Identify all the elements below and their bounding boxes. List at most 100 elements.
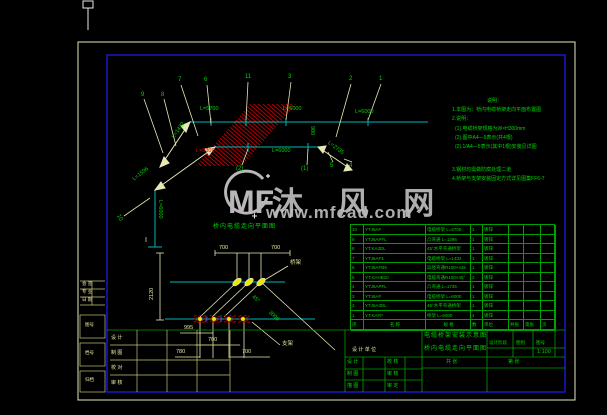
- callout-11: 11: [245, 74, 252, 80]
- bom-footer-cell: 第张: [524, 320, 541, 331]
- tb-title-line1: 电缆桥架安装示意图: [424, 333, 488, 339]
- ref-bubble-1: (1): [301, 166, 309, 172]
- tb-right-number: 图号: [536, 340, 545, 345]
- tb-left-review: 审 核: [111, 380, 123, 386]
- bom-cell-qty: 1: [471, 263, 483, 273]
- margin-signoff-grid: [79, 280, 106, 393]
- tb-right-stage: 设计阶段: [489, 340, 507, 345]
- tb-sheet-total: 共 张: [446, 359, 458, 365]
- bom-cell-model: YTJ6APFL: [364, 282, 426, 292]
- callout-6: 6: [204, 77, 208, 83]
- note-line: 4.桥架与支架安装固定方式详见图集FF6-7: [452, 176, 545, 182]
- bom-footer-cell: 共张: [509, 320, 524, 331]
- bom-cell-model: YTJ6AF: [364, 225, 426, 235]
- bom-cell-no: 10: [351, 225, 364, 235]
- note-line: 3.钢材均需做防腐处理二道: [452, 167, 512, 173]
- bom-footer-cell: 数: [471, 320, 483, 331]
- bom-cell-qty: 1: [471, 291, 483, 301]
- tb-left-draw: 制 图: [111, 350, 123, 356]
- tb-mid-check: 校 核: [387, 359, 399, 365]
- bom-footer-cell: 单位: [483, 320, 509, 331]
- bom-cell-model: YT.KAFF: [364, 310, 426, 320]
- tb-org: 设 计 单 位: [352, 347, 377, 353]
- dim-top-3: L=6000: [355, 109, 374, 115]
- detail-dim-2120: 2120: [149, 287, 155, 300]
- red-cable-hatch: [196, 104, 296, 166]
- detail-dim-700a: 700: [219, 245, 229, 251]
- bom-cell-no: 2: [351, 301, 364, 311]
- section-mark: I: [145, 237, 147, 244]
- bom-cell-remark: 镀锌: [483, 301, 509, 311]
- bom-cell-spec: 电缆桥架 L=6000: [426, 291, 471, 301]
- bom-cell-spec: 45°水平弯通桥架: [426, 244, 471, 254]
- bom-cell-qty: 1: [471, 282, 483, 292]
- tb-left-check: 校 对: [111, 365, 123, 371]
- detail-label-support: 支架: [282, 341, 294, 347]
- bom-cell-qty: 2: [471, 272, 483, 282]
- bom-cell-no: 8: [351, 244, 364, 254]
- margin-row-date: 日 期: [82, 297, 93, 302]
- bom-cell-no: 9: [351, 234, 364, 244]
- mfcad-logo: MF: [224, 169, 274, 220]
- bom-cell-no: 4: [351, 282, 364, 292]
- note-line: 2.说明：: [452, 116, 472, 122]
- dim-bottom-red: L=8309: [196, 148, 215, 154]
- margin-box-figno: 图号: [85, 322, 94, 327]
- title-block-left-grid: [110, 330, 231, 392]
- bom-cell-spec: 电缆桥架 L=5700: [426, 225, 471, 235]
- dim-vertical: L=6000: [157, 200, 163, 219]
- tb-left-design: 设 计: [111, 335, 123, 341]
- note-line: (1).电缆桥架规格为W×H300mm: [455, 126, 526, 132]
- bom-cell-model: YTJ6A3DL: [364, 301, 426, 311]
- bom-cell-remark: 镀锌: [483, 234, 509, 244]
- detail-dim-700b: 700: [271, 245, 281, 251]
- tb-mid-review: 审 核: [387, 371, 399, 377]
- note-line: (2).图中A4—5表示(共4根): [455, 135, 513, 141]
- callout-3: 3: [288, 74, 292, 80]
- tray-diagonals: [153, 121, 353, 191]
- bom-cell-spec: 电缆弯通R100×45°: [426, 272, 471, 282]
- dim-top-1: L=5700: [200, 106, 219, 112]
- tb-scale: 1:100: [537, 349, 551, 355]
- dim-980: 980: [309, 126, 315, 136]
- tb-right-category: 图别: [516, 340, 525, 345]
- tb-title-line2: 桥内电缆走向平面图: [424, 346, 488, 352]
- dim-top-2: L=6000: [283, 106, 302, 112]
- callout-2: 2: [349, 76, 353, 82]
- detail-dim-780: 780: [176, 349, 186, 355]
- bom-cell-no: 7: [351, 253, 364, 263]
- tb-mid-approve: 审 定: [387, 383, 399, 389]
- bom-cell-model: YT.KA3DL: [364, 244, 426, 254]
- dimension-leaders: [123, 81, 382, 217]
- bom-cell-spec: 45°水平弯通桥架: [426, 301, 471, 311]
- bom-cell-spec: 电缆桥架 L=1432: [426, 253, 471, 263]
- bom-footer-cell: 页: [541, 320, 556, 331]
- bom-cell-model: YTJ6AF1: [364, 253, 426, 263]
- bom-cell-no: 6: [351, 263, 364, 273]
- drawing-subtitle: 桥内电缆走向平面图: [213, 224, 277, 230]
- detail-label-tray: 桥架: [290, 260, 302, 266]
- bom-cell-remark: 镀锌: [483, 310, 509, 320]
- bom-cell-qty: 1: [471, 301, 483, 311]
- dim-bottom: L=6000: [272, 148, 291, 154]
- bom-cell-qty: 1: [471, 244, 483, 254]
- top-datum-marker: [82, 0, 94, 30]
- detail-section-geometry: [156, 250, 336, 358]
- bom-cell-remark: 镀锌: [483, 253, 509, 263]
- callout-1: 1: [379, 76, 383, 82]
- bom-cell-remark: 镀锌: [483, 225, 509, 235]
- bom-cell-model: YTJ6AFB9: [364, 263, 426, 273]
- bom-cell-spec: 桥架 L=6000: [426, 310, 471, 320]
- bom-cell-spec: 凸弯通 L=1735: [426, 282, 471, 292]
- tb-mid-draw: 制 图: [347, 371, 359, 377]
- tb-mid-trace: 描 图: [347, 383, 359, 389]
- notes-heading: 说明：: [487, 98, 503, 104]
- bom-footer-cell: 规 格: [426, 320, 471, 331]
- note-line: 1.本图为：桥内电缆桥架走向平面布置图: [452, 107, 542, 113]
- callout-9: 9: [141, 92, 145, 98]
- bom-cell-remark: 镀锌: [483, 244, 509, 254]
- bom-footer-cell: 名 称: [364, 320, 426, 331]
- watermark-sitename: 沐 风 网: [272, 186, 448, 221]
